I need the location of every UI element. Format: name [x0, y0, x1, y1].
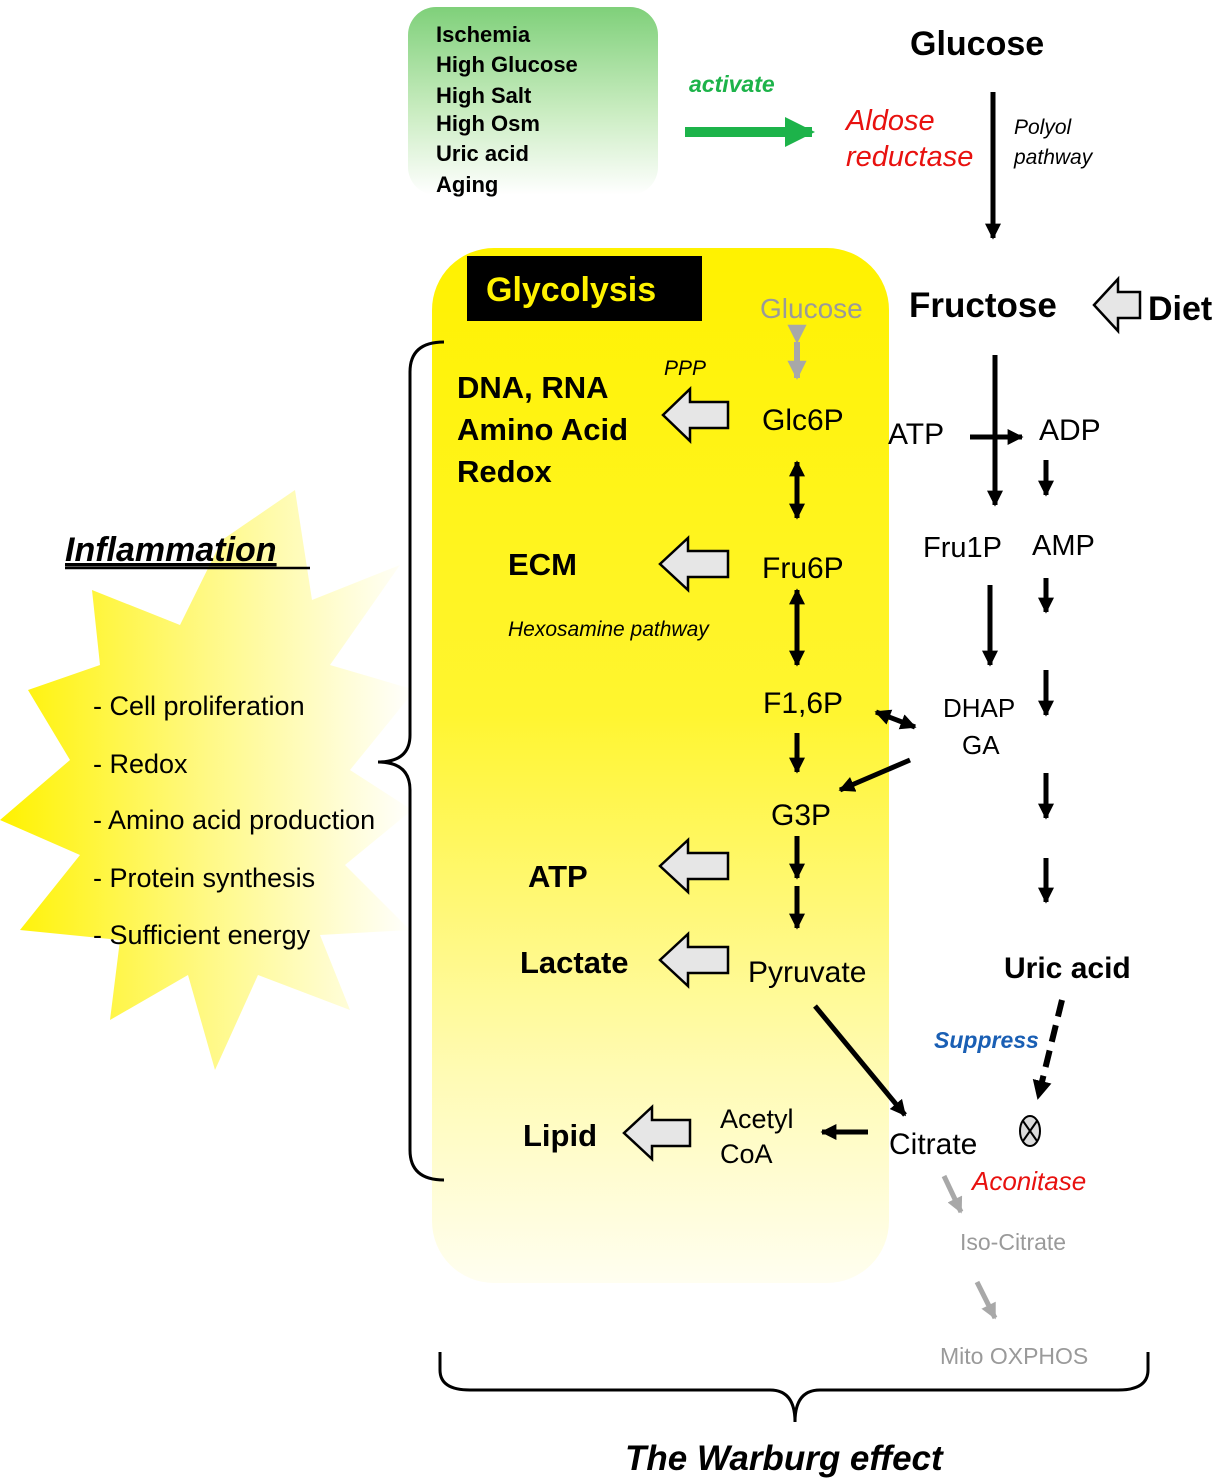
dhap-g3p-arrow — [838, 757, 911, 793]
pyruvate-citrate-arrow — [813, 1004, 907, 1117]
adp-label: ADP — [1039, 414, 1101, 447]
atp-output-arrow — [658, 837, 730, 895]
lactate-output-arrow — [658, 931, 730, 989]
fructose-label: Fructose — [909, 286, 1057, 325]
g3p-label: G3P — [771, 799, 831, 832]
inflammation-burst — [0, 490, 415, 1070]
stressor-item: Aging — [436, 172, 498, 197]
inflammation-item: - Cell proliferation — [93, 691, 305, 721]
ppp-output-arrow — [661, 386, 730, 444]
inhibition-symbol — [1019, 1115, 1041, 1147]
stressor-item: High Osm — [436, 111, 540, 136]
dna-rna-label: DNA, RNA — [457, 370, 609, 405]
glycolysis-glucose-label: Glucose — [760, 293, 863, 324]
oxphos-label: Mito OXPHOS — [940, 1343, 1088, 1369]
citrate-label: Citrate — [889, 1128, 977, 1161]
stressors-box — [408, 7, 658, 195]
inflammation-item: - Redox — [93, 749, 188, 779]
ecm-output-arrow — [658, 535, 730, 593]
isocitrate-label: Iso-Citrate — [960, 1229, 1066, 1255]
stressor-item: High Salt — [436, 83, 532, 108]
inflammation-bracket — [377, 340, 445, 1182]
diet-label: Diet — [1148, 290, 1212, 328]
lipid-output-arrow — [622, 1104, 692, 1162]
inflammation-item: - Protein synthesis — [93, 863, 315, 893]
stressor-item: Uric acid — [436, 141, 529, 166]
atp-label: ATP — [888, 418, 944, 451]
ecm-label: ECM — [508, 547, 577, 582]
uric-acid-label: Uric acid — [1004, 952, 1131, 985]
stressor-item: Ischemia — [436, 22, 531, 47]
inflammation-title: Inflammation — [65, 531, 277, 569]
inflammation-item: - Amino acid production — [93, 805, 375, 835]
f16p-label: F1,6P — [763, 687, 843, 720]
glycolysis-title-box — [467, 256, 702, 321]
redox-output-label: Redox — [457, 454, 553, 489]
suppress-label: Suppress — [934, 1027, 1039, 1053]
reductase-label: reductase — [846, 141, 973, 173]
amino-acid-label: Amino Acid — [457, 412, 628, 447]
glycolysis-title: Glycolysis — [486, 271, 656, 309]
lipid-label: Lipid — [523, 1118, 597, 1153]
amp-label: AMP — [1032, 530, 1095, 562]
inflammation-items: - Cell proliferation - Redox - Amino aci… — [93, 691, 375, 950]
atp-output-label: ATP — [528, 859, 588, 894]
warburg-brace — [438, 1352, 1150, 1423]
pathway-label: pathway — [1013, 146, 1094, 169]
dhap-label: DHAP — [943, 693, 1015, 723]
warburg-label: The Warburg effect — [625, 1439, 944, 1478]
polyol-label: Polyol — [1014, 116, 1073, 139]
acetyl-label: Acetyl — [720, 1104, 794, 1134]
fru1p-label: Fru1P — [923, 532, 1002, 564]
glucose-top-label: Glucose — [910, 25, 1044, 63]
aconitase-label: Aconitase — [970, 1166, 1086, 1196]
ga-label: GA — [962, 730, 1000, 760]
ppp-label: PPP — [664, 357, 706, 380]
inflammation-item: - Sufficient energy — [93, 920, 311, 950]
isocitrate-oxphos-arrow — [974, 1280, 998, 1320]
diet-arrow — [1092, 275, 1142, 335]
hexosamine-label: Hexosamine pathway — [508, 618, 710, 641]
aldose-label: Aldose — [844, 105, 935, 137]
citrate-isocitrate-arrow — [941, 1174, 964, 1214]
pyruvate-label: Pyruvate — [748, 956, 866, 989]
glc6p-label: Glc6P — [762, 404, 844, 437]
f16p-dhap-arrow — [874, 709, 917, 730]
output-arrows — [622, 386, 730, 1162]
suppress-arrow — [1032, 999, 1065, 1100]
coa-label: CoA — [720, 1139, 773, 1169]
stressors-list: Ischemia High Glucose High Salt High Osm… — [436, 22, 578, 197]
lactate-label: Lactate — [520, 945, 629, 980]
activate-label: activate — [689, 71, 775, 97]
glycolysis-panel — [432, 248, 889, 1283]
stressor-item: High Glucose — [436, 52, 578, 77]
fru6p-label: Fru6P — [762, 552, 844, 585]
